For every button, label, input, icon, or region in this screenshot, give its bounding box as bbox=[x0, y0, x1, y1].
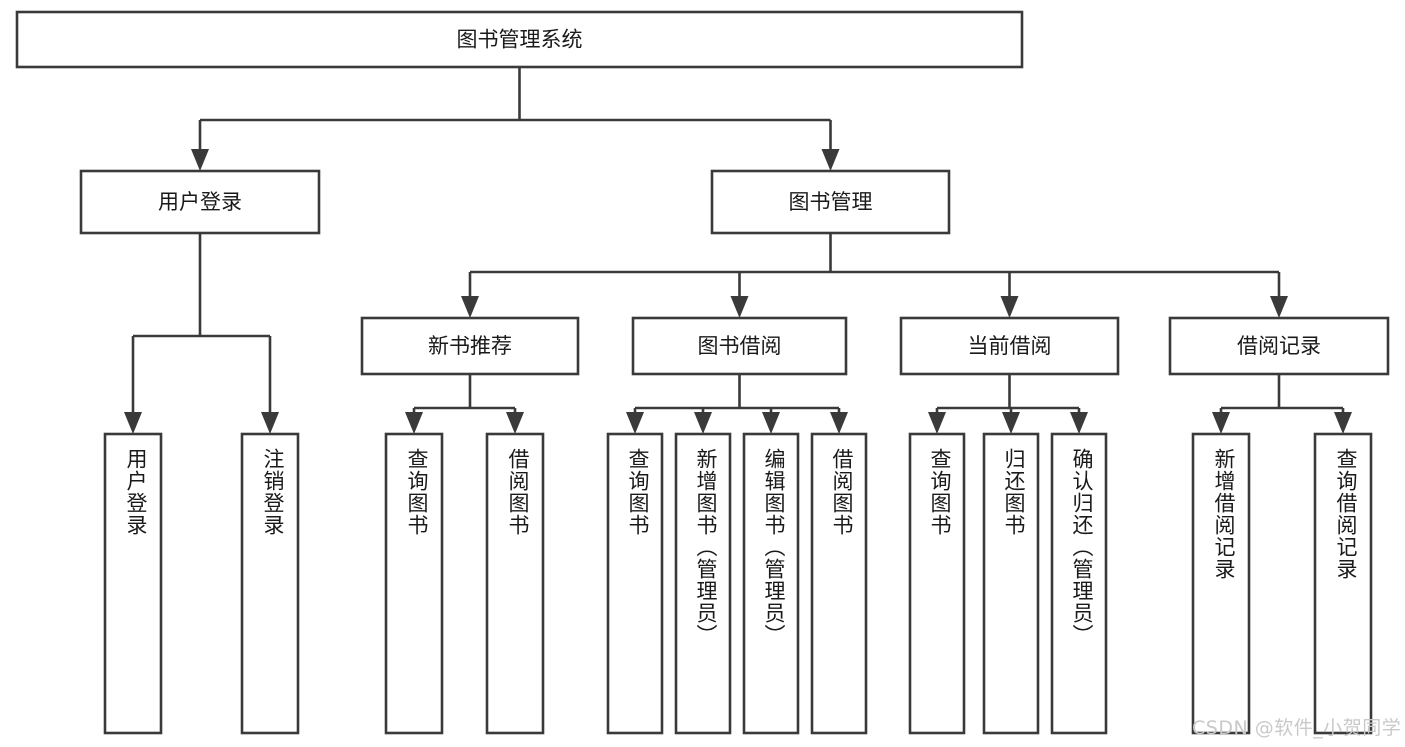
node-leaf-box-3[interactable] bbox=[485, 432, 545, 735]
arrow-down-leaf-0-1 bbox=[261, 412, 279, 434]
node-leaf-box-11[interactable] bbox=[1191, 432, 1251, 735]
node-level1-label-0: 用户登录 bbox=[158, 190, 242, 214]
arrow-down-leaf-0-0 bbox=[124, 412, 142, 434]
arrow-down-level1-0 bbox=[191, 149, 209, 171]
node-boxes bbox=[15, 10, 1390, 735]
node-level1-label-1: 图书管理 bbox=[789, 190, 873, 214]
node-leaf-box-8[interactable] bbox=[908, 432, 966, 735]
node-leaf-box-6[interactable] bbox=[742, 432, 800, 735]
node-level2-box-2[interactable] bbox=[899, 316, 1120, 376]
node-leaf-box-5[interactable] bbox=[674, 432, 732, 735]
node-leaf-box-4[interactable] bbox=[606, 432, 664, 735]
node-level2-label-0: 新书推荐 bbox=[428, 334, 512, 358]
arrow-down-leaf-3-2 bbox=[1070, 412, 1088, 434]
arrow-down-level2-3 bbox=[1270, 296, 1288, 318]
arrow-down-level1-1 bbox=[821, 149, 840, 171]
node-level2-label-1: 图书借阅 bbox=[698, 334, 782, 358]
arrow-down-leaf-2-1 bbox=[694, 412, 712, 434]
node-leaf-box-0[interactable] bbox=[103, 432, 163, 735]
arrow-down-leaf-2-3 bbox=[830, 412, 848, 434]
arrow-down-level2-2 bbox=[1000, 296, 1019, 318]
arrow-down-leaf-3-1 bbox=[1002, 412, 1020, 434]
csdn-watermark: CSDN @软件_小贺同学 bbox=[1192, 717, 1402, 739]
node-leaf-box-12[interactable] bbox=[1313, 432, 1373, 735]
connector-lines bbox=[124, 67, 1352, 434]
arrow-down-leaf-4-0 bbox=[1212, 412, 1230, 434]
node-leaf-box-7[interactable] bbox=[810, 432, 868, 735]
node-level2-box-1[interactable] bbox=[631, 316, 848, 376]
arrow-down-level2-1 bbox=[730, 296, 749, 318]
node-level2-label-3: 借阅记录 bbox=[1237, 334, 1321, 358]
node-root-box[interactable] bbox=[15, 10, 1024, 69]
node-level2-box-3[interactable] bbox=[1168, 316, 1390, 376]
arrow-down-level2-0 bbox=[461, 296, 479, 318]
arrow-down-leaf-1-0 bbox=[405, 412, 423, 434]
node-leaf-box-10[interactable] bbox=[1050, 432, 1108, 735]
node-leaf-box-9[interactable] bbox=[982, 432, 1040, 735]
node-leaf-box-2[interactable] bbox=[384, 432, 444, 735]
node-level1-box-1[interactable] bbox=[710, 169, 951, 235]
node-root-label: 图书管理系统 bbox=[457, 28, 583, 52]
node-level2-box-0[interactable] bbox=[360, 316, 580, 376]
arrow-down-leaf-4-1 bbox=[1334, 412, 1352, 434]
arrow-down-leaf-3-0 bbox=[928, 412, 946, 434]
arrow-down-leaf-2-0 bbox=[626, 412, 644, 434]
node-leaf-box-1[interactable] bbox=[240, 432, 300, 735]
arrow-down-leaf-1-1 bbox=[506, 412, 524, 434]
arrow-down-leaf-2-2 bbox=[762, 412, 780, 434]
node-level1-box-0[interactable] bbox=[79, 169, 321, 235]
node-level2-label-2: 当前借阅 bbox=[968, 334, 1052, 358]
